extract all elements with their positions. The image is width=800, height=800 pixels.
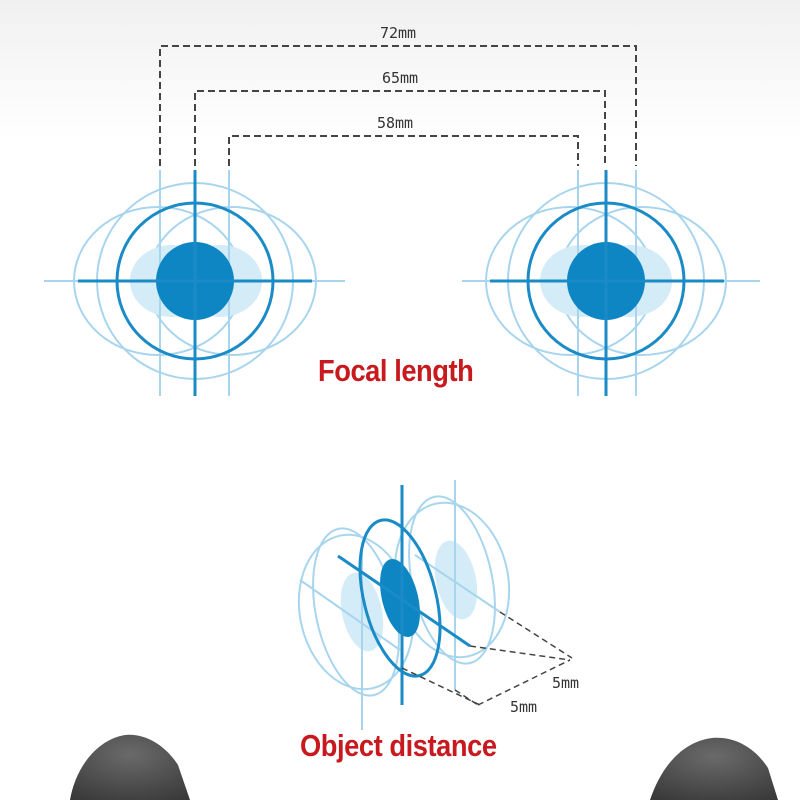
right-lens-target: [462, 170, 760, 396]
dimension-line-outer: [159, 45, 637, 166]
left-lens-target: [44, 170, 345, 396]
depth-label-b: 5mm: [510, 698, 537, 716]
background-gradient: [0, 0, 800, 140]
caption-focal-length: Focal length: [318, 353, 474, 388]
depth-label-a: 5mm: [552, 674, 579, 692]
dimension-label-inner: 58mm: [377, 114, 413, 132]
dimension-label-middle: 65mm: [382, 69, 418, 87]
caption-object-distance: Object distance: [300, 728, 497, 763]
dimension-line-middle: [194, 90, 606, 166]
right-headrest-shape: [650, 737, 778, 800]
dimension-lines: [159, 45, 637, 166]
left-headrest-shape: [70, 734, 190, 800]
object-distance-target: [297, 480, 573, 730]
dimension-line-inner: [228, 135, 579, 166]
dimension-label-outer: 72mm: [380, 24, 416, 42]
